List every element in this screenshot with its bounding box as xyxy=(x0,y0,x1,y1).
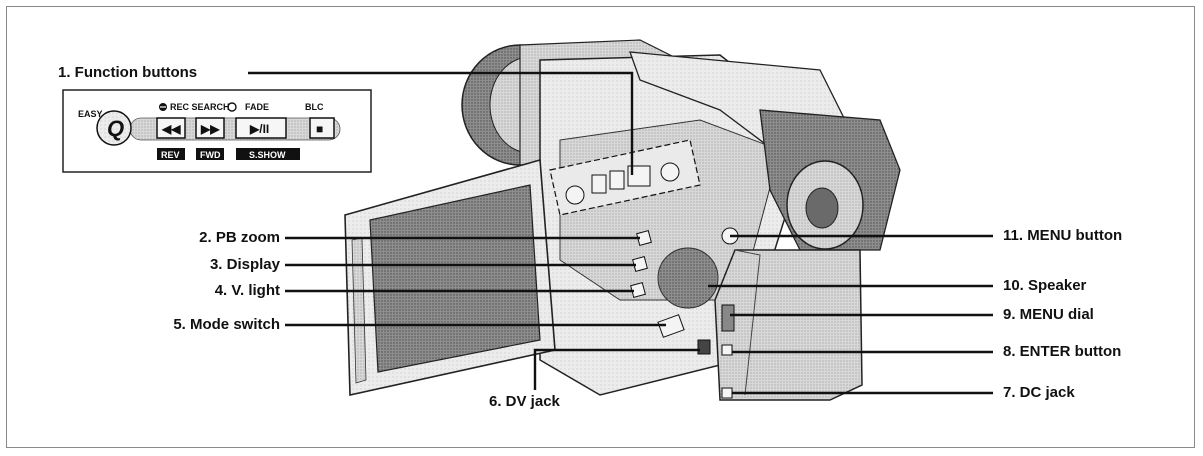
stop-button-shape xyxy=(309,117,335,139)
s-show-tag xyxy=(236,148,300,160)
easy-q-letter: Q xyxy=(107,116,124,141)
lcd-panel xyxy=(344,158,556,396)
blc-label: BLC xyxy=(305,102,324,112)
fwd-label: FWD xyxy=(200,150,221,160)
speaker-grille xyxy=(657,247,719,309)
play-pause-icon: ▶/II xyxy=(249,122,269,136)
fast-forward-button-shape xyxy=(195,117,225,139)
s-show-label: S.SHOW xyxy=(249,150,286,160)
callout-dc-jack: 7. DC jack xyxy=(1003,384,1075,401)
callout-menu-dial: 9. MENU dial xyxy=(1003,306,1094,323)
fast-forward-icon: ▶▶ xyxy=(200,122,220,136)
leader-lines xyxy=(248,71,993,395)
callout-display: 3. Display xyxy=(209,256,280,273)
easy-label: EASY xyxy=(78,109,103,119)
rev-label: REV xyxy=(161,150,180,160)
rewind-button-shape xyxy=(156,117,186,139)
body-function-buttons xyxy=(549,139,701,216)
stop-icon: ■ xyxy=(316,122,323,136)
leader-dv-jack xyxy=(533,348,700,390)
easy-q-button-shape xyxy=(96,110,132,146)
battery-grip xyxy=(714,249,863,401)
callout-pb-zoom: 2. PB zoom xyxy=(199,229,280,246)
rec-search-label: REC SEARCH xyxy=(170,102,230,112)
side-buttons xyxy=(630,227,739,399)
diagram-frame xyxy=(6,6,1195,448)
callout-mode-switch: 5. Mode switch xyxy=(173,316,280,333)
function-buttons-inset: EASY Q REC SEARCH FADE BLC ◀◀ ▶▶ ▶/II ■ … xyxy=(62,89,372,173)
callout-enter-button: 8. ENTER button xyxy=(1003,343,1122,360)
rev-tag xyxy=(157,148,185,160)
fade-label: FADE xyxy=(245,102,269,112)
callout-menu-button: 11. MENU button xyxy=(1003,227,1123,244)
fwd-tag xyxy=(196,148,224,160)
callout-function-buttons: 1. Function buttons xyxy=(58,64,198,81)
callout-dv-jack: 6. DV jack xyxy=(489,393,560,410)
play-pause-button-shape xyxy=(235,117,287,139)
viewfinder xyxy=(759,109,901,251)
callout-v-light: 4. V. light xyxy=(214,282,280,299)
leader-function-buttons xyxy=(248,71,634,175)
rewind-icon: ◀◀ xyxy=(161,122,181,136)
plus-icon xyxy=(227,102,237,112)
callout-speaker: 10. Speaker xyxy=(1003,277,1087,294)
